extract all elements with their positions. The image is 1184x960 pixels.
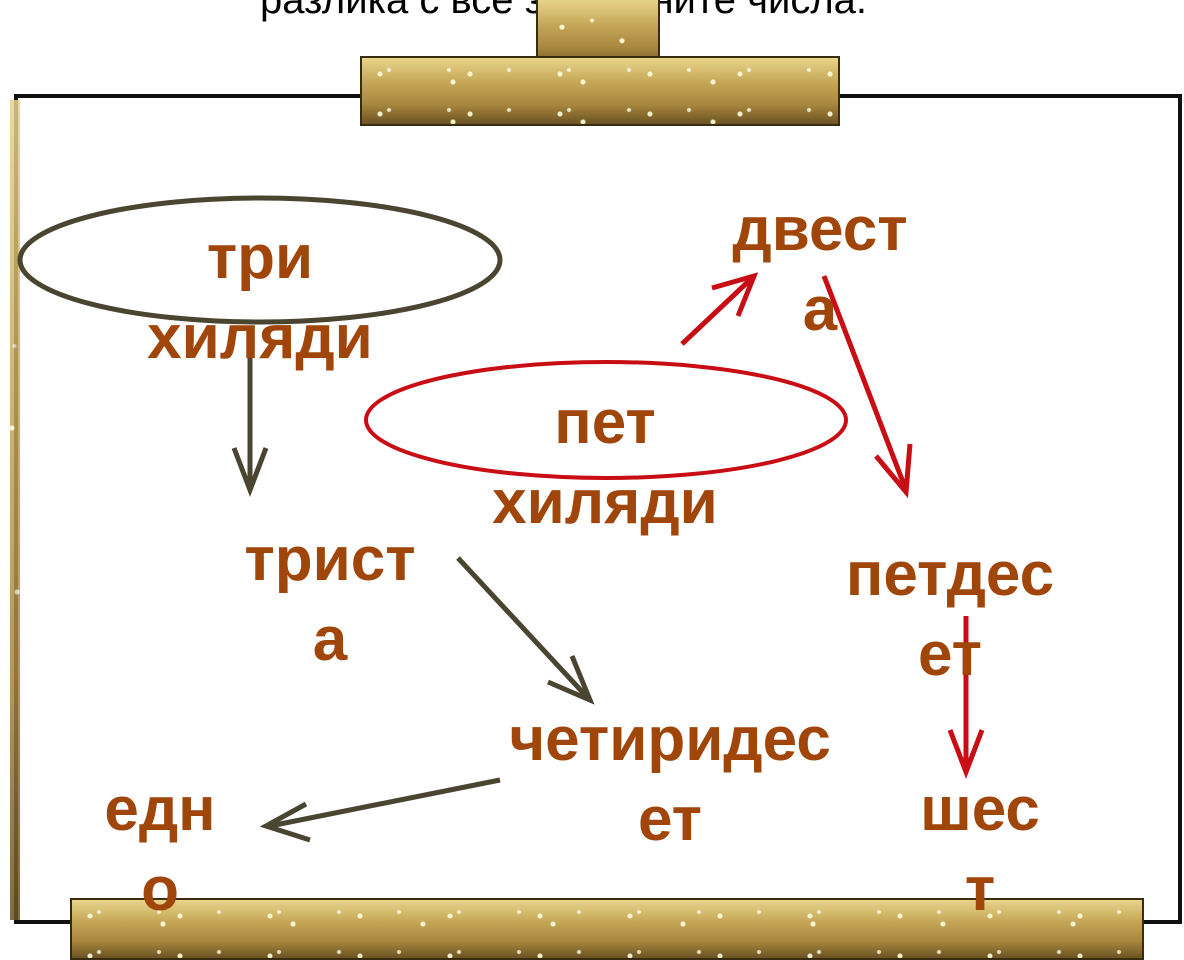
- word-two-hundred-line2: а: [802, 275, 838, 344]
- word-fifty-line1: петдес: [845, 540, 1055, 609]
- board-left-edge: [10, 100, 20, 920]
- arrow-two-hundred-to-fifty: [821, 275, 913, 499]
- word-forty-line1: четиридес: [509, 705, 831, 774]
- word-one: едн о: [70, 770, 250, 930]
- board-top-rail: [360, 56, 840, 126]
- arrow-three-thousand-to-three-hundred: [231, 350, 269, 498]
- board-bottom-rail: [70, 898, 1144, 960]
- word-five-thousand-line1: пет: [554, 388, 656, 457]
- word-one-line2: о: [141, 855, 179, 924]
- word-forty: четиридес ет: [450, 700, 890, 860]
- word-three-hundred: трист а: [200, 520, 460, 680]
- arrow-three-hundred-to-forty: [456, 556, 595, 705]
- highlight-ellipse-dark: [17, 195, 503, 325]
- word-three-thousand-line2: хиляди: [147, 303, 373, 372]
- word-fifty: петдес ет: [800, 535, 1100, 695]
- word-six-line1: шес: [920, 775, 1040, 844]
- word-two-hundred-line1: двест: [732, 195, 908, 264]
- word-three-hundred-line1: трист: [244, 525, 416, 594]
- word-three-thousand-line1: три: [206, 223, 314, 292]
- word-fifty-line2: ет: [917, 620, 983, 689]
- word-forty-line2: ет: [637, 785, 703, 854]
- arrow-fifty-to-six: [947, 616, 985, 780]
- word-three-hundred-line2: а: [312, 605, 348, 674]
- highlight-ellipse-red: [364, 360, 848, 480]
- arrow-five-thousand-to-two-hundred: [680, 272, 759, 346]
- word-five-thousand-line2: хиляди: [492, 468, 718, 537]
- word-five-thousand: пет хиляди: [440, 383, 770, 543]
- word-two-hundred: двест а: [690, 190, 950, 350]
- word-six: шес т: [880, 770, 1080, 930]
- word-six-line2: т: [964, 855, 996, 924]
- word-three-thousand: три хиляди: [100, 218, 420, 378]
- word-one-line1: едн: [104, 775, 216, 844]
- board: [14, 94, 1182, 924]
- arrow-forty-to-one: [259, 777, 501, 843]
